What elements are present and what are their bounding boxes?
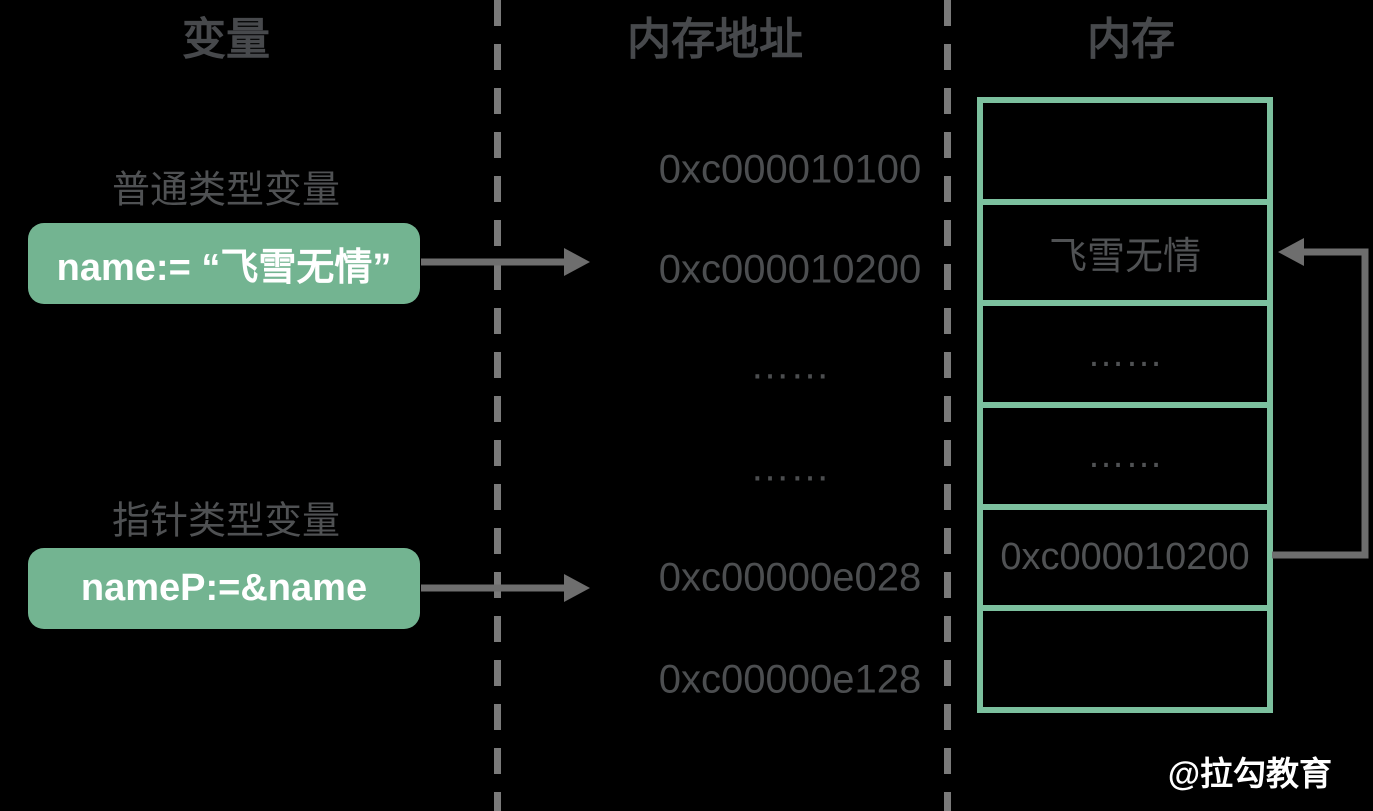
column-divider-right — [944, 0, 951, 811]
normal-variable-code-box: name:= “飞雪无情” — [28, 223, 420, 304]
address-value: 0xc00000e028 — [658, 555, 922, 600]
normal-variable-label: 普通类型变量 — [111, 169, 341, 212]
arrow-namep-to-address — [421, 574, 590, 602]
address-value: 0xc00000e128 — [658, 657, 922, 702]
arrow-name-to-address — [421, 248, 590, 276]
address-ellipsis: …… — [750, 343, 830, 388]
pointer-variable-code-box: nameP:=&name — [28, 548, 420, 629]
memory-cell-ellipsis: …… — [983, 306, 1267, 409]
pointer-variable-label: 指针类型变量 — [111, 500, 341, 543]
address-ellipsis: …… — [750, 445, 830, 490]
memory-cell-empty — [983, 103, 1267, 205]
address-value: 0xc000010200 — [658, 247, 922, 292]
column-header-memory: 内存 — [1087, 15, 1175, 64]
column-header-address: 内存地址 — [627, 15, 803, 64]
arrow-pointer-cell-to-string-cell — [1272, 238, 1369, 559]
column-divider-left — [494, 0, 501, 811]
memory-cell-ellipsis: …… — [983, 408, 1267, 510]
memory-cell-string-value: 飞雪无情 — [983, 205, 1267, 307]
memory-cell-empty — [983, 611, 1267, 707]
memory-table: 飞雪无情 …… …… 0xc000010200 — [977, 97, 1273, 713]
watermark-lagou: @拉勾教育 — [1167, 755, 1332, 792]
address-value: 0xc000010100 — [658, 147, 922, 192]
memory-cell-pointer-value: 0xc000010200 — [983, 510, 1267, 612]
column-header-variable: 变量 — [182, 15, 270, 64]
